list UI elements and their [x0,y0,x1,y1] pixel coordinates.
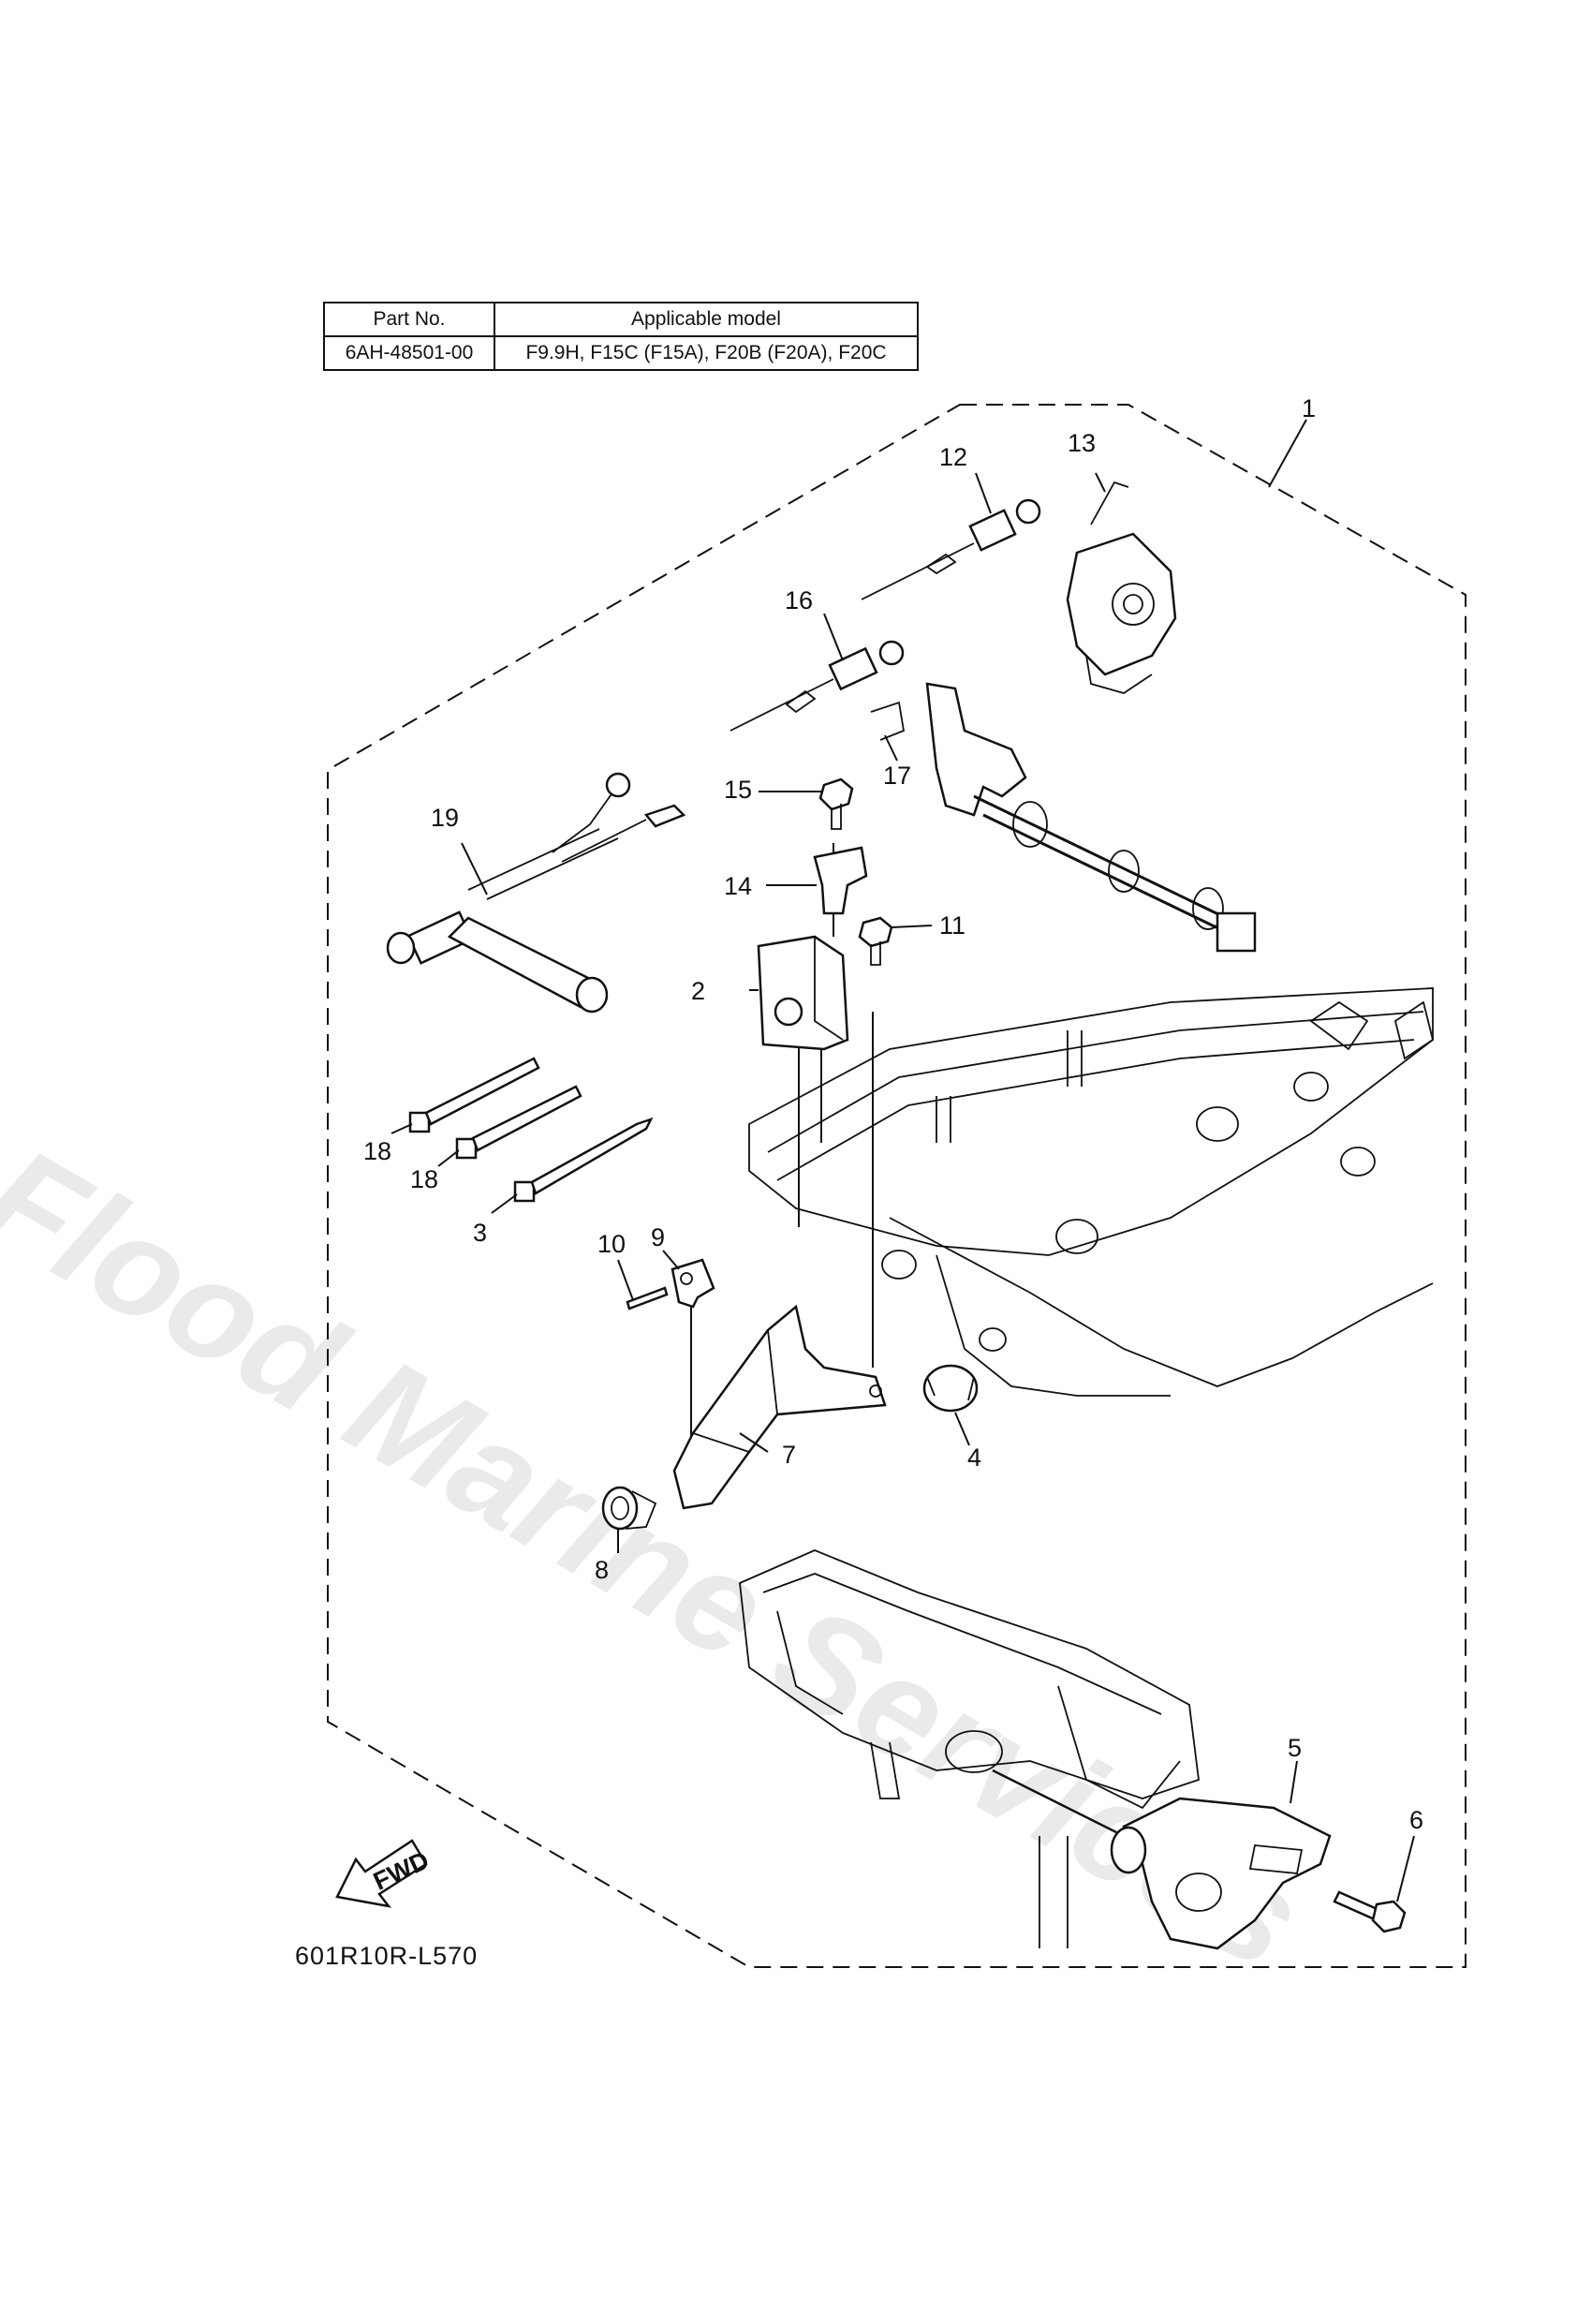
fwd-arrow-icon: FWD [335,1839,434,1908]
applicable-model-table: Part No. Applicable model 6AH-48501-00 F… [323,302,919,371]
callout-13: 13 [1068,429,1096,457]
shift-lever-shaft [925,682,1257,953]
part-7-bracket-plate [672,1304,887,1510]
callout-3: 3 [473,1219,487,1247]
callout-11: 11 [939,911,965,940]
part-19-cable [386,772,686,1014]
callout-7: 7 [782,1441,796,1469]
part-6-bolt [1333,1890,1407,1933]
part-5-housing [1110,1797,1332,1950]
part-3-cable-tie [513,1117,654,1203]
callout-12: 12 [939,443,967,471]
part-13-cam-assembly [1066,481,1177,694]
header-applicable-model: Applicable model [494,302,919,337]
callout-19: 19 [431,804,459,832]
part-10-pin [626,1286,669,1310]
kit-boundary [327,404,1466,1968]
table-row: 6AH-48501-00 F9.9H, F15C (F15A), F20B (F… [323,335,919,371]
callout-15: 15 [724,776,752,804]
callout-6: 6 [1409,1806,1423,1834]
callout-8: 8 [595,1556,609,1584]
header-part-no: Part No. [323,302,495,337]
part-4-plug [922,1364,979,1413]
part-11-bolt [858,916,893,966]
engine-casing [748,987,1435,1397]
part-14-bracket-clip [813,846,868,915]
table-header-row: Part No. Applicable model [323,302,919,337]
part-18-cable-tie-a [408,1057,540,1133]
callout-16: 16 [785,586,813,614]
callout-9: 9 [651,1223,665,1251]
part-18-cable-tie-b [455,1085,582,1160]
diagram-code: 601R10R-L570 [295,1942,479,1970]
lower-mount-bracket [739,1549,1200,1948]
part-15-bolt [818,777,854,830]
cell-part-no: 6AH-48501-00 [323,335,495,371]
callout-17: 17 [883,762,911,790]
cell-applicable-model: F9.9H, F15C (F15A), F20B (F20A), F20C [494,335,919,371]
part-16-rod-end [730,640,905,732]
part-17-clip [870,701,906,741]
part-8-grommet [601,1486,657,1531]
part-9-clip [671,1258,715,1309]
part-12-rod-end [861,498,1041,600]
callout-14: 14 [724,872,752,900]
callout-10: 10 [597,1230,626,1258]
callout-leaders [391,419,1415,1902]
callout-18a: 18 [363,1137,391,1165]
callout-labels: 1 2 3 4 5 6 7 8 9 10 11 12 13 14 15 16 1… [363,394,1423,1834]
callout-5: 5 [1288,1734,1302,1762]
callout-1: 1 [1302,394,1316,422]
part-2-damper-block [757,935,849,1051]
callout-18b: 18 [410,1165,438,1193]
callout-4: 4 [967,1443,981,1472]
callout-2: 2 [691,977,705,1005]
